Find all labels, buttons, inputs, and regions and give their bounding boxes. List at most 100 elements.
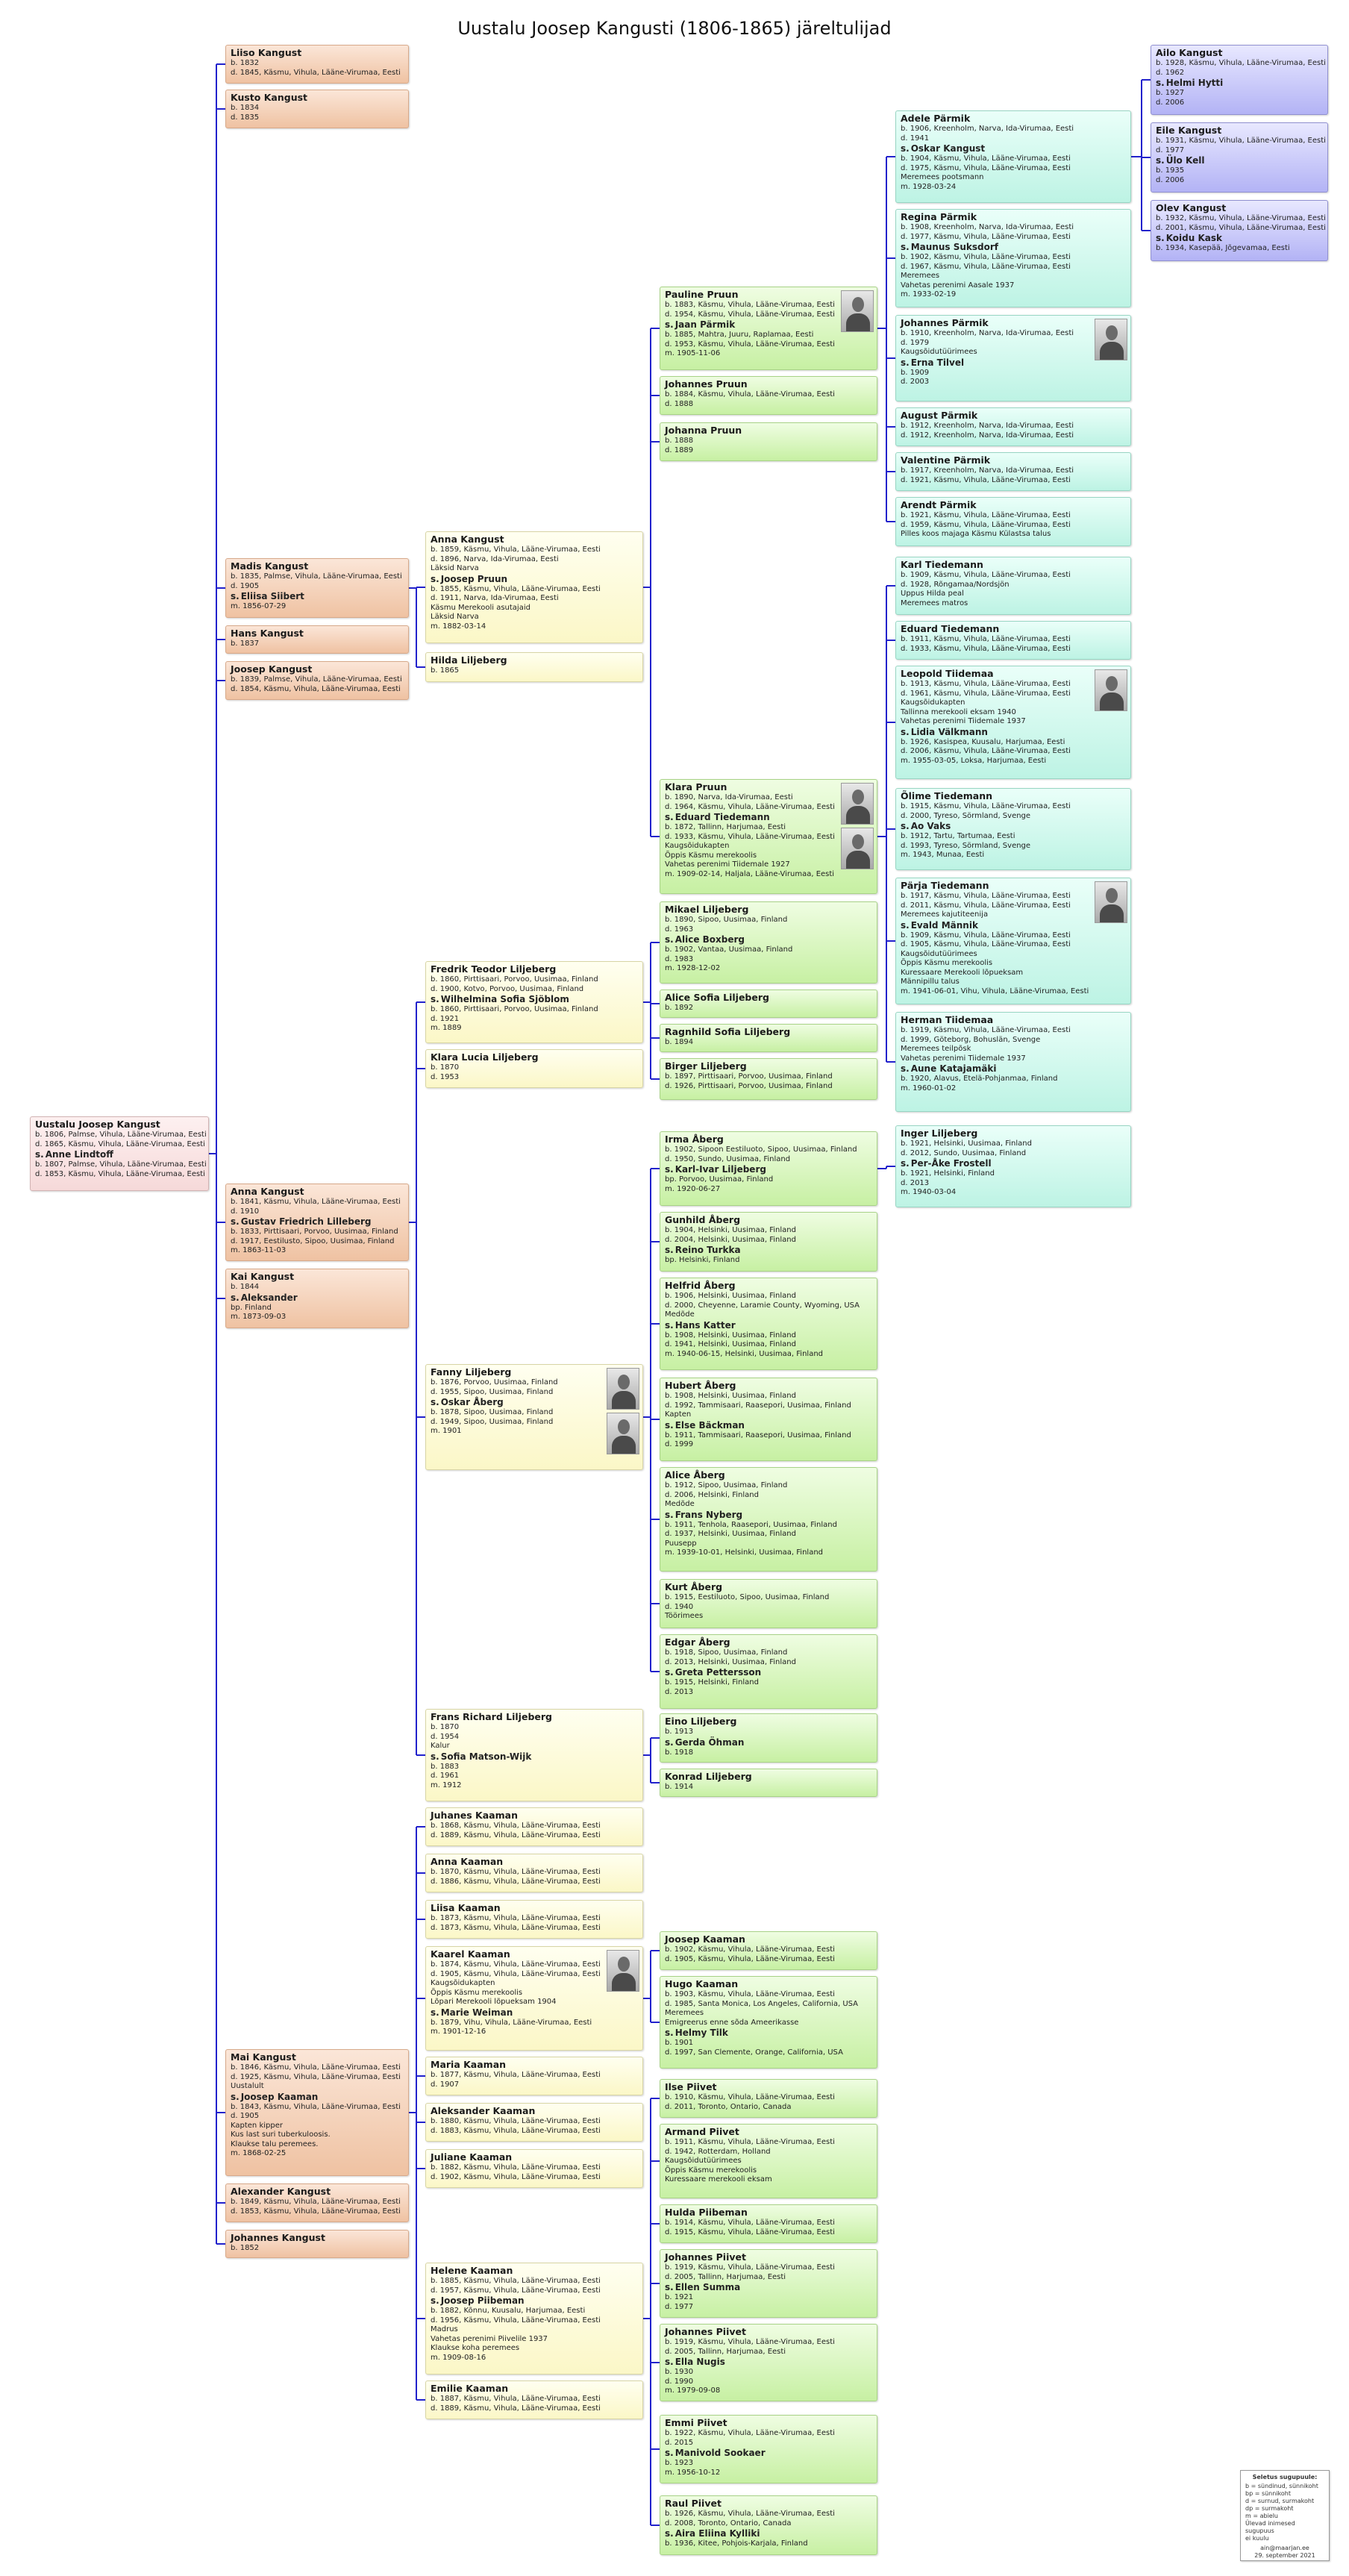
portrait-photo[interactable]: [841, 828, 874, 869]
person-name: Ragnhild Sofia Liljeberg: [665, 1026, 791, 1037]
spouse-detail: d. 1967, Käsmu, Vihula, Lääne-Virumaa, E…: [901, 262, 1071, 271]
portrait-photo[interactable]: [1095, 319, 1127, 360]
person-name: Fredrik Teodor Liljeberg: [431, 963, 557, 975]
portrait-photo[interactable]: [841, 290, 874, 332]
portrait-photo[interactable]: [607, 1368, 639, 1410]
spouse-detail: Õppis Käsmu merekoolis: [901, 959, 993, 967]
person-detail: d. 1959, Käsmu, Vihula, Lääne-Virumaa, E…: [901, 520, 1071, 529]
spouse-name-text: Alice Boxberg: [674, 934, 745, 945]
spouse-name: s.Koidu Kask: [1156, 233, 1323, 244]
spouse-detail: b. 1923: [665, 2459, 694, 2467]
diagram-title: Uustalu Joosep Kangusti (1806-1865) järe…: [457, 18, 892, 39]
spouse-name: s.Joosep Pruun: [431, 574, 638, 585]
spouse-detail: m. 1956-10-12: [665, 2468, 721, 2477]
portrait-photo[interactable]: [841, 783, 874, 825]
spouse-detail: b. 1912, Tartu, Tartumaa, Eesti: [901, 832, 1015, 840]
spouse-detail: Klaukse talu peremees.: [231, 2139, 319, 2148]
spouse-detail: b. 1915, Helsinki, Finland: [665, 1678, 759, 1686]
portrait-photo[interactable]: [1095, 669, 1127, 711]
spouse-detail: d. 2013: [901, 1178, 930, 1187]
person-detail: b. 1846, Käsmu, Vihula, Lääne-Virumaa, E…: [231, 2063, 401, 2072]
portrait-photo[interactable]: [607, 1413, 639, 1454]
spouse-detail: d. 1990: [665, 2377, 694, 2386]
portrait-photo[interactable]: [1095, 881, 1127, 923]
portrait-photo[interactable]: [607, 1950, 639, 1992]
spouse-name: s.Greta Pettersson: [665, 1667, 872, 1678]
person-detail: d. 1905, Käsmu, Vihula, Lääne-Virumaa, E…: [431, 1969, 601, 1978]
person-name: Leopold Tiidemaa: [901, 668, 994, 679]
person-detail: b. 1917, Käsmu, Vihula, Lääne-Virumaa, E…: [901, 892, 1071, 900]
person-detail: d. 1992, Tammisaari, Raasepori, Uusimaa,…: [665, 1401, 851, 1410]
spouse-marker: s.: [665, 2528, 674, 2539]
